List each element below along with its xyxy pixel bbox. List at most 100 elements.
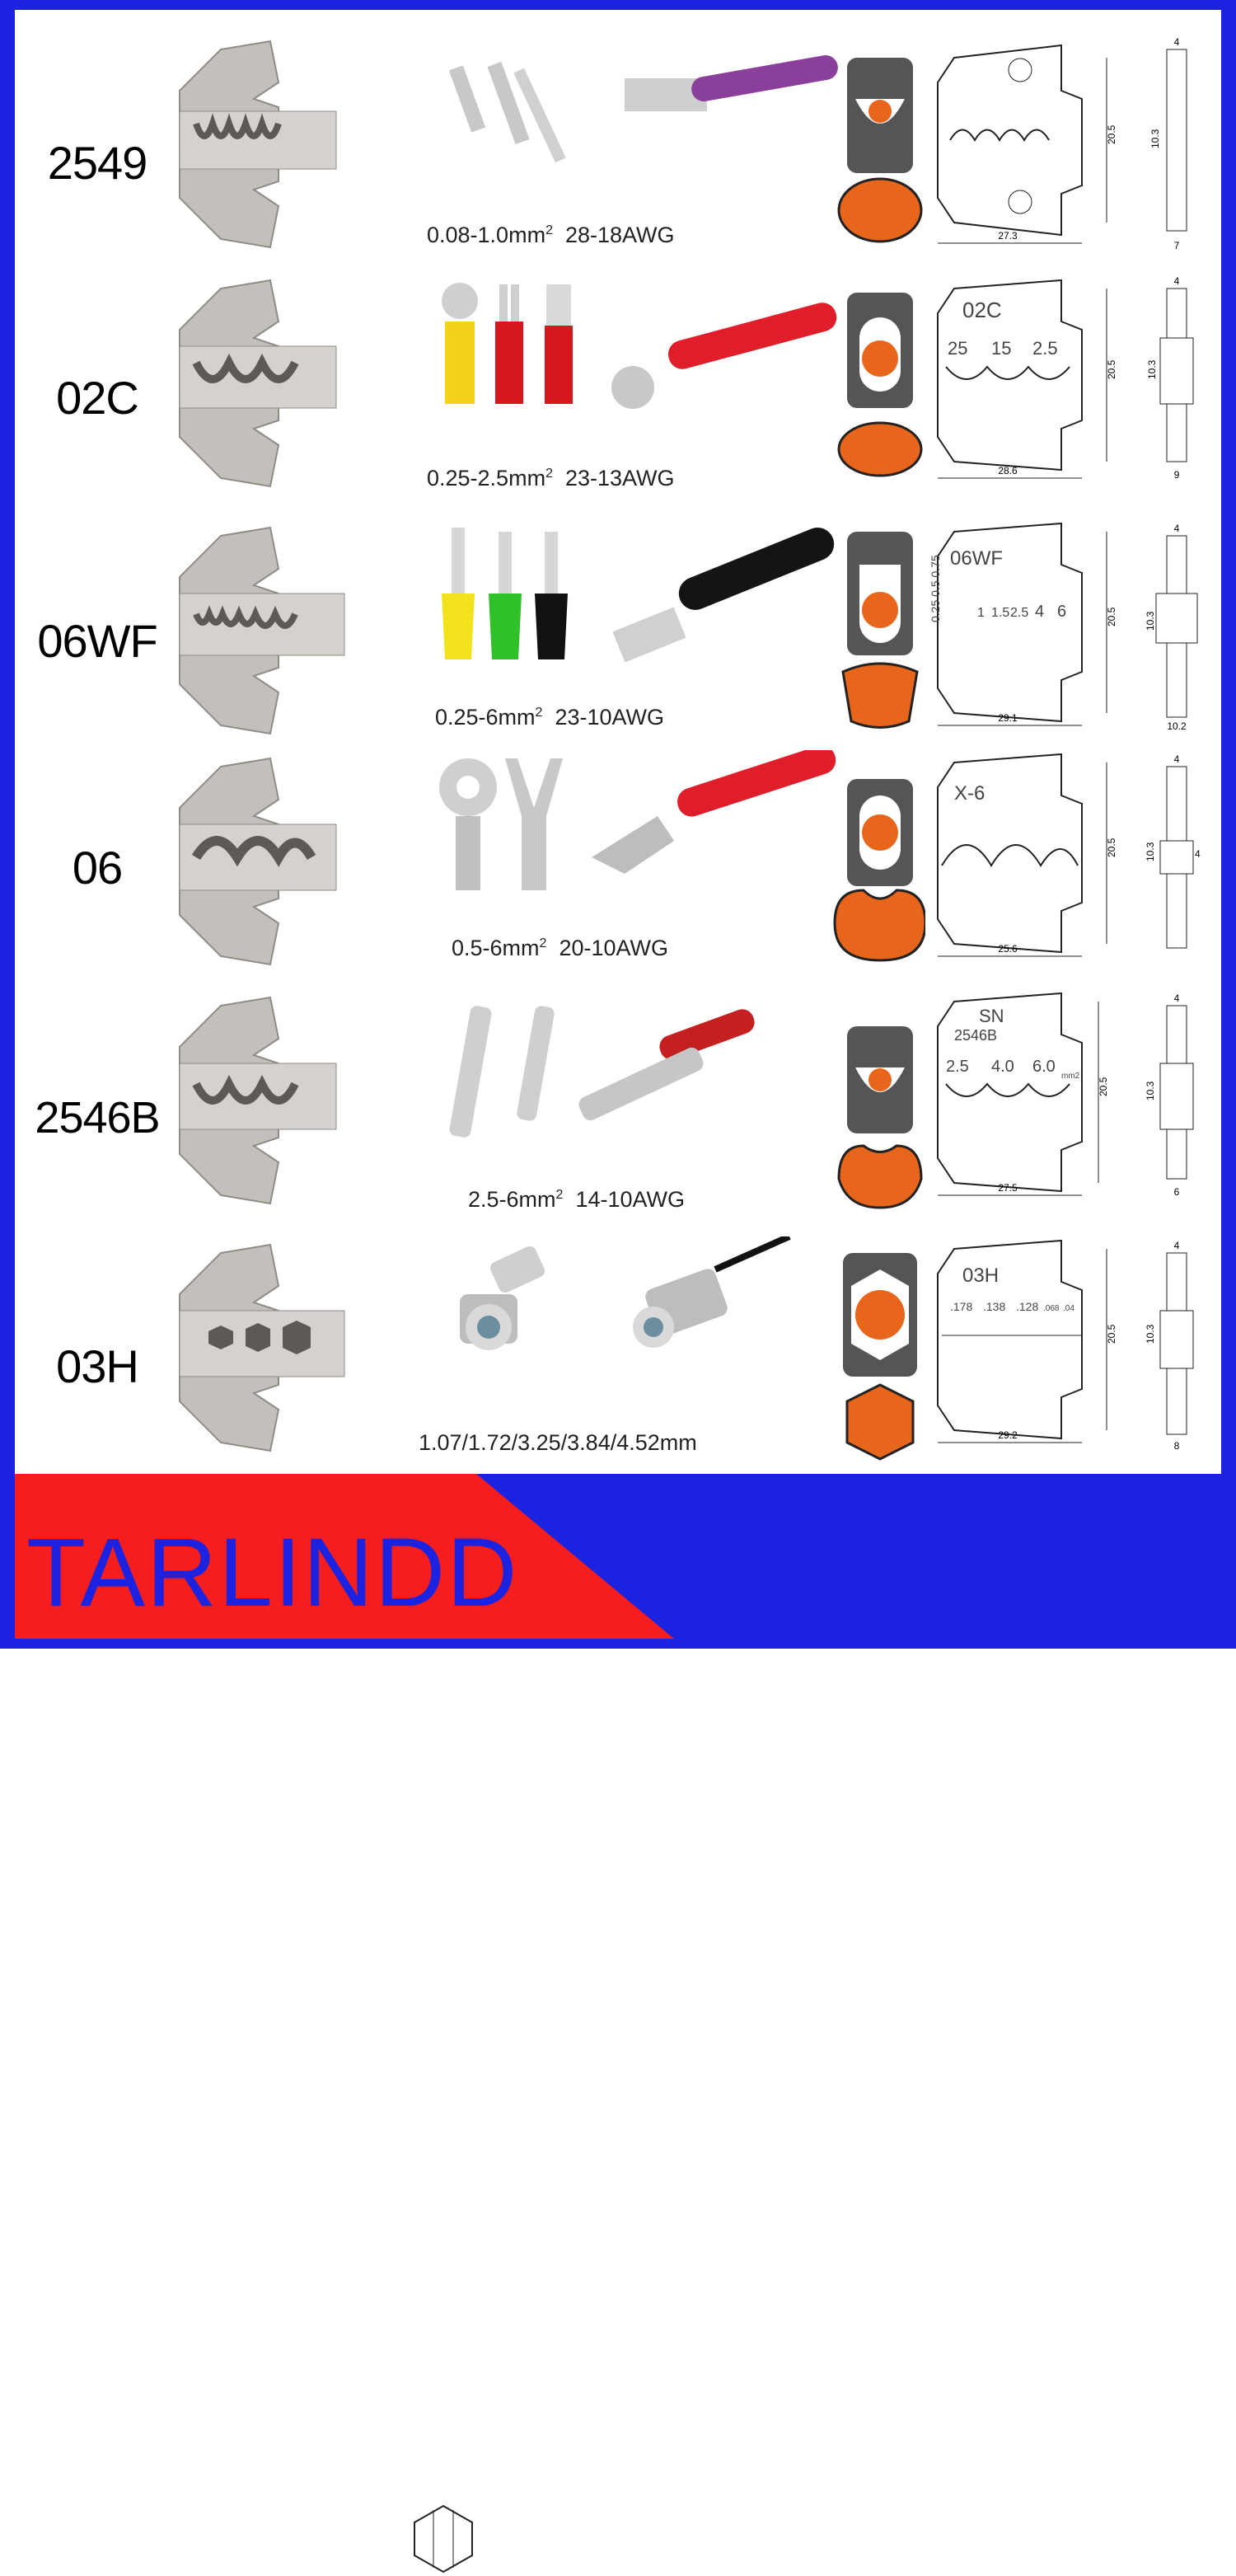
dim-height: 20.5 — [1106, 838, 1117, 857]
spec-sup: 2 — [539, 936, 547, 950]
side-height: 10.3 — [1145, 1081, 1156, 1100]
cavity-label: 15 — [991, 338, 1011, 359]
spec-text: 0.08-1.0mm2 28-18AWG — [427, 223, 773, 248]
die-row-06WF: 06WF 0.25-6mm2 23-10AWG 06WF 0.25 0.5 0.… — [15, 519, 1221, 758]
cavity-label: 2.5 — [946, 1058, 969, 1076]
crimp-profile-icon — [841, 532, 919, 729]
terminal-photos — [460, 1236, 791, 1350]
spec-sup: 2 — [535, 706, 543, 720]
dimension-drawing: 03H .178 .138 .128 .068 .04 29.2 20.5 — [937, 1239, 1117, 1443]
die-row-2549: 2549 0.08-1.0mm2 28-18AWG 27.3 20.5 4 7 … — [15, 33, 1221, 272]
side-view-drawing: 4 7 10.3 — [1149, 36, 1187, 251]
side-height: 10.3 — [1145, 1324, 1156, 1344]
model-label: 06WF — [37, 615, 157, 667]
side-height: 10.3 — [1145, 842, 1156, 861]
cavity-label: 2.5 — [1010, 606, 1028, 620]
crimp-profile-icon — [833, 779, 925, 962]
blue-frame — [0, 0, 1236, 1649]
spec-awg: 23-13AWG — [564, 466, 675, 490]
dimension-drawing: SN 2546B 2.5 4.0 6.0 mm2 27.5 20.5 — [937, 992, 1109, 1196]
crimp-profile-icon — [837, 58, 923, 243]
side-view-drawing: 4 4 10.3 — [1145, 753, 1201, 949]
die-engraving: 02C — [962, 298, 1002, 322]
side-height: 10.3 — [1145, 611, 1156, 631]
side-view-drawing: 4 8 10.3 — [1145, 1240, 1194, 1452]
die-row-02C: 02C 0.25-2.5mm2 23-13AWG 02C 25 15 2.5 2… — [15, 272, 1221, 511]
side-view-drawing: 4 9 10.3 — [1146, 275, 1194, 481]
side-bottom: 6 — [1174, 1186, 1180, 1198]
spec-text: 1.07/1.72/3.25/3.84/4.52mm — [419, 1430, 765, 1456]
die-row-2546B: 2546B 2.5-6mm2 14-10AWG SN 2546B 2.5 4.0… — [15, 989, 1221, 1228]
dimension-drawing: 02C 25 15 2.5 28.6 20.5 — [937, 279, 1117, 479]
side-view-drawing: 4 10.2 10.3 — [1145, 523, 1198, 732]
spec-text: 0.25-6mm2 23-10AWG — [435, 705, 781, 730]
model-label: 2549 — [47, 137, 148, 189]
spec-sup: 2 — [555, 1188, 564, 1202]
dim-width: 29.2 — [998, 1429, 1018, 1441]
cavity-label: 1.5 — [991, 606, 1009, 620]
hexagon-icon — [414, 2504, 473, 2574]
cavity-label: .178 — [950, 1300, 972, 1313]
die-engraving: SN — [979, 1006, 1004, 1026]
spec-range: 0.5-6mm — [452, 936, 540, 960]
dim-height: 20.5 — [1098, 1077, 1109, 1096]
cavity-label: 0.25 0.5 0.75 — [929, 555, 942, 622]
cavity-label: 1 — [977, 606, 985, 620]
die-engraving: 03H — [962, 1265, 999, 1287]
model-label: 03H — [56, 1340, 139, 1392]
dim-height: 20.5 — [1106, 1324, 1117, 1344]
terminal-photos — [442, 283, 837, 409]
die-photo — [179, 1243, 345, 1452]
cavity-label: .068 — [1043, 1304, 1060, 1313]
unit-label: mm2 — [1061, 1072, 1080, 1081]
cavity-label: 25 — [948, 338, 967, 359]
terminal-photos — [439, 750, 836, 890]
die-row-06: 06 0.5-6mm2 20-10AWG X-6 25.6 20.5 4 4 1… — [15, 750, 1221, 989]
dim-width: 27.3 — [998, 230, 1018, 242]
cavity-label: 2.5 — [1032, 338, 1058, 359]
cavity-label: 4.0 — [991, 1058, 1014, 1076]
spec-text: 0.5-6mm2 20-10AWG — [452, 936, 798, 961]
side-top: 4 — [1174, 523, 1180, 534]
spec-awg: 14-10AWG — [575, 1187, 686, 1212]
cavity-label: .138 — [983, 1300, 1005, 1313]
side-top: 4 — [1174, 36, 1180, 48]
side-mid: 4 — [1195, 848, 1201, 860]
spec-range: 0.25-6mm — [435, 705, 536, 730]
spec-sup: 2 — [545, 467, 553, 481]
die-photo — [179, 279, 337, 488]
die-photo — [179, 996, 337, 1205]
side-bottom: 8 — [1174, 1440, 1180, 1452]
dim-height: 20.5 — [1106, 124, 1117, 144]
spec-awg: 20-10AWG — [559, 936, 669, 960]
cavity-label: 6.0 — [1032, 1058, 1056, 1076]
side-view-drawing: 4 6 10.3 — [1145, 992, 1194, 1198]
side-top: 4 — [1174, 275, 1180, 287]
cavity-label: .128 — [1016, 1300, 1038, 1313]
die-photo — [179, 757, 337, 966]
die-engraving: X-6 — [954, 782, 985, 805]
spec-range: 0.25-2.5mm — [427, 466, 546, 490]
crimp-profile-icon — [843, 1253, 917, 1461]
brand-logo-text: TARLINDD — [26, 1518, 519, 1627]
dimension-drawing: 27.3 20.5 — [937, 44, 1117, 244]
side-bottom: 10.2 — [1167, 720, 1187, 732]
die-row-03H: 03H 1.07/1.72/3.25/3.84/4.52mm 03H .178 … — [15, 1236, 1221, 2574]
dim-width: 27.5 — [998, 1182, 1018, 1194]
spec-range: 2.5-6mm — [468, 1187, 556, 1212]
model-label: 06 — [72, 842, 123, 894]
side-top: 4 — [1174, 753, 1180, 765]
cavity-label: .04 — [1063, 1304, 1074, 1313]
side-height: 10.3 — [1146, 359, 1158, 379]
die-engraving-2: 2546B — [954, 1027, 997, 1044]
crimp-profile-icon — [837, 293, 923, 477]
terminal-photos — [442, 528, 835, 663]
terminal-photos — [449, 1006, 755, 1138]
cavity-label: 4 — [1035, 603, 1044, 621]
spec-range: 1.07/1.72/3.25/3.84/4.52mm — [419, 1430, 697, 1455]
side-bottom: 7 — [1174, 240, 1180, 251]
model-label: 02C — [56, 372, 139, 424]
spec-sup: 2 — [545, 223, 553, 237]
side-top: 4 — [1174, 992, 1180, 1004]
dim-width: 25.6 — [998, 943, 1018, 955]
